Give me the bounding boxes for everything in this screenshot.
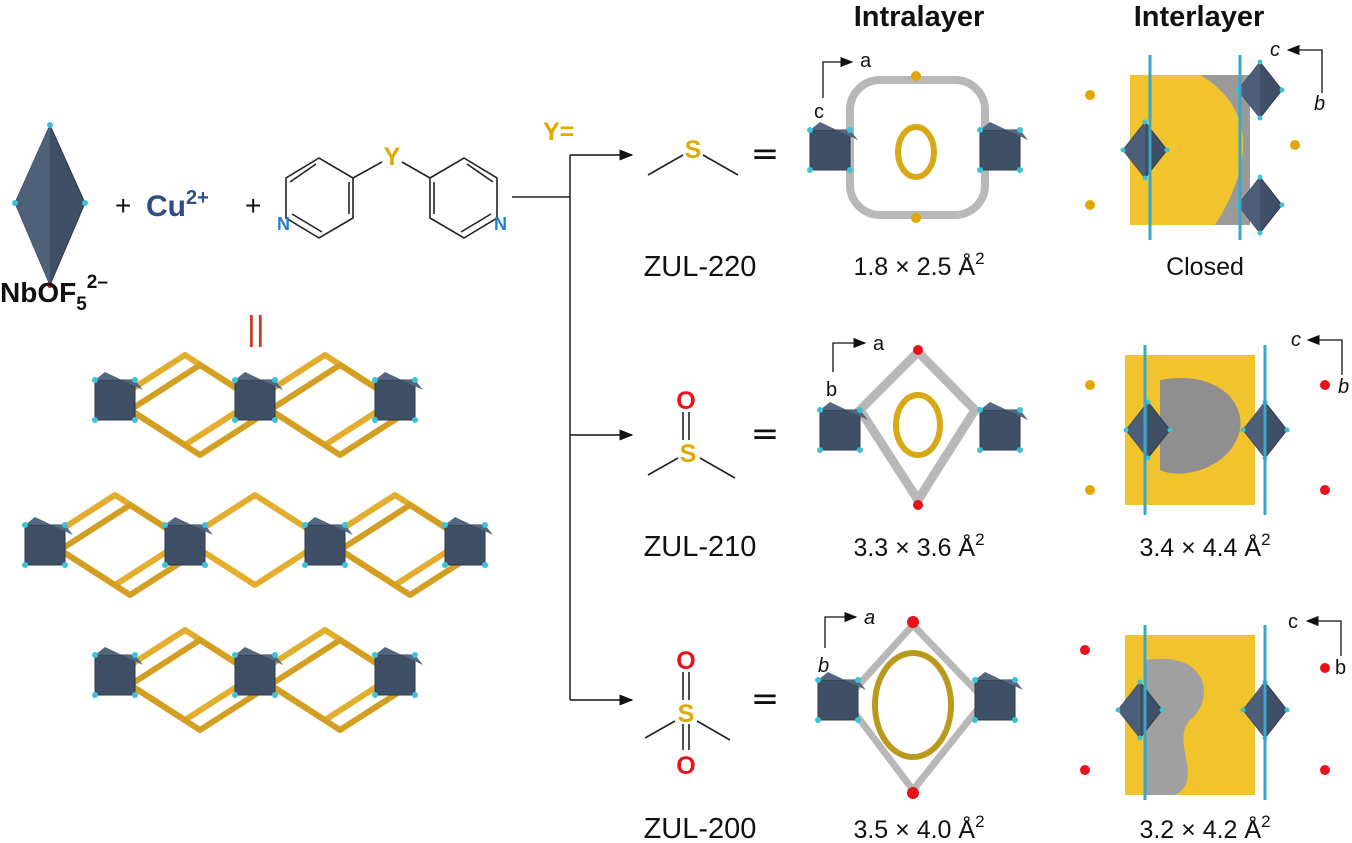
linker-n-left: N [277,214,290,234]
linker-y: Y [384,143,401,171]
framework-octahedron [231,371,284,424]
row-zul-220: S = ZUL-220 a c 1.8 × 2.5 Å2 [644,39,1326,283]
pore-value: Closed [1166,253,1244,281]
framework-octahedron [161,516,214,569]
nbof5-superscript: 2– [87,272,108,293]
pore-size: Closed [1166,253,1244,281]
sulfur-atom: S [678,700,695,728]
row-zul-210: O S = ZUL-210 a b 3.3 × 3.6 Å2 [644,329,1350,563]
equals-sign: = [751,414,780,454]
interlayer-axes [1306,334,1343,375]
axis-label: c [814,101,824,123]
compound-name: ZUL-210 [644,531,757,563]
plus-1: + [115,190,131,221]
pore-value: 3.3 × 3.6 Å [853,532,975,562]
framework-octahedron [371,646,424,699]
oxygen-atom: O [676,647,695,675]
framework-octahedron [231,646,284,699]
axis-label: b [1338,376,1349,398]
pore-size: 3.3 × 3.6 Å2 [853,530,984,562]
intralayer-structure [816,345,1029,510]
y-equals-label: Y= [543,118,574,146]
bipyridyl-linker [285,157,570,239]
axis-label: b [1335,657,1346,679]
pore-value: 1.8 × 2.5 Å [853,251,975,281]
axis-label: c [1291,329,1301,351]
intralayer-axes [822,56,854,98]
axis-label: c [1270,39,1280,61]
pore-exponent: 2 [1261,530,1270,549]
framework-octahedron [441,516,494,569]
nbof5-base: NbOF [0,277,76,308]
intralayer-structure [814,616,1024,799]
equivalence-mark: || [247,310,265,348]
octahedron [976,401,1029,454]
pore-size: 3.5 × 4.0 Å2 [853,812,984,843]
intralayer-axes [832,337,867,372]
pore-size: 1.8 × 2.5 Å2 [853,249,984,281]
equals-sign: = [751,134,780,174]
equals-sign: = [751,679,780,719]
octahedron [976,121,1029,174]
sulfoxide-group [647,412,736,479]
row-zul-200: O S O = ZUL-200 a b 3.5 × 4.0 Å2 [644,607,1347,843]
cu-superscript: 2+ [186,187,209,209]
intralayer-axes [824,611,858,648]
linker-n-right: N [494,214,507,234]
interlayer-axes [1286,44,1323,93]
framework-octahedron [91,371,144,424]
pore-exponent: 2 [975,530,984,549]
interlayer-structure [1085,55,1300,240]
axis-label: b [818,655,829,677]
compound-name: ZUL-220 [644,251,757,283]
y-equals-text: Y= [543,118,574,146]
nbof5-octahedron [12,122,88,288]
sulfide-group [647,154,739,176]
interlayer-structure [1085,345,1330,515]
octahedron [816,401,869,454]
octahedron [971,671,1024,724]
pore-value: 3.2 × 4.2 Å [1139,814,1261,843]
nbof5-subscript: 5 [76,294,87,315]
branch-arrows [569,149,634,706]
framework-structure [21,352,494,733]
compound-name: ZUL-200 [644,813,757,843]
nbof5-label: NbOF52– [0,272,108,315]
sulfur-atom: S [685,136,702,164]
oxygen-atom: O [676,752,695,780]
sulfone-group [644,672,731,750]
cu-base: Cu [146,190,186,223]
axis-label: b [1314,93,1325,115]
pore-exponent: 2 [975,812,984,831]
cu-label: Cu2+ [146,187,209,223]
interlayer-structure [1080,625,1330,800]
intralayer-structure [806,71,1029,223]
framework-octahedron [21,516,74,569]
oxygen-atom: O [676,387,695,415]
framework-octahedron [91,646,144,699]
pore-exponent: 2 [1261,812,1270,831]
interlayer-axes [1305,615,1342,656]
octahedron [806,121,859,174]
pore-exponent: 2 [975,249,984,268]
sulfur-atom: S [680,440,697,468]
header-intralayer: Intralayer [854,1,985,33]
axis-label: b [826,379,837,401]
pore-value: 3.4 × 4.4 Å [1139,532,1261,562]
axis-label: a [873,333,885,355]
pore-value: 3.5 × 4.0 Å [853,814,975,843]
framework-octahedron [301,516,354,569]
pore-size: 3.2 × 4.2 Å2 [1139,812,1270,843]
axis-label: a [860,50,872,72]
axis-label: c [1288,611,1298,633]
axis-label: a [864,607,875,629]
pore-size: 3.4 × 4.4 Å2 [1139,530,1270,562]
plus-2: + [245,190,261,221]
octahedron [814,671,867,724]
header-interlayer: Interlayer [1134,1,1265,33]
framework-octahedron [371,371,424,424]
